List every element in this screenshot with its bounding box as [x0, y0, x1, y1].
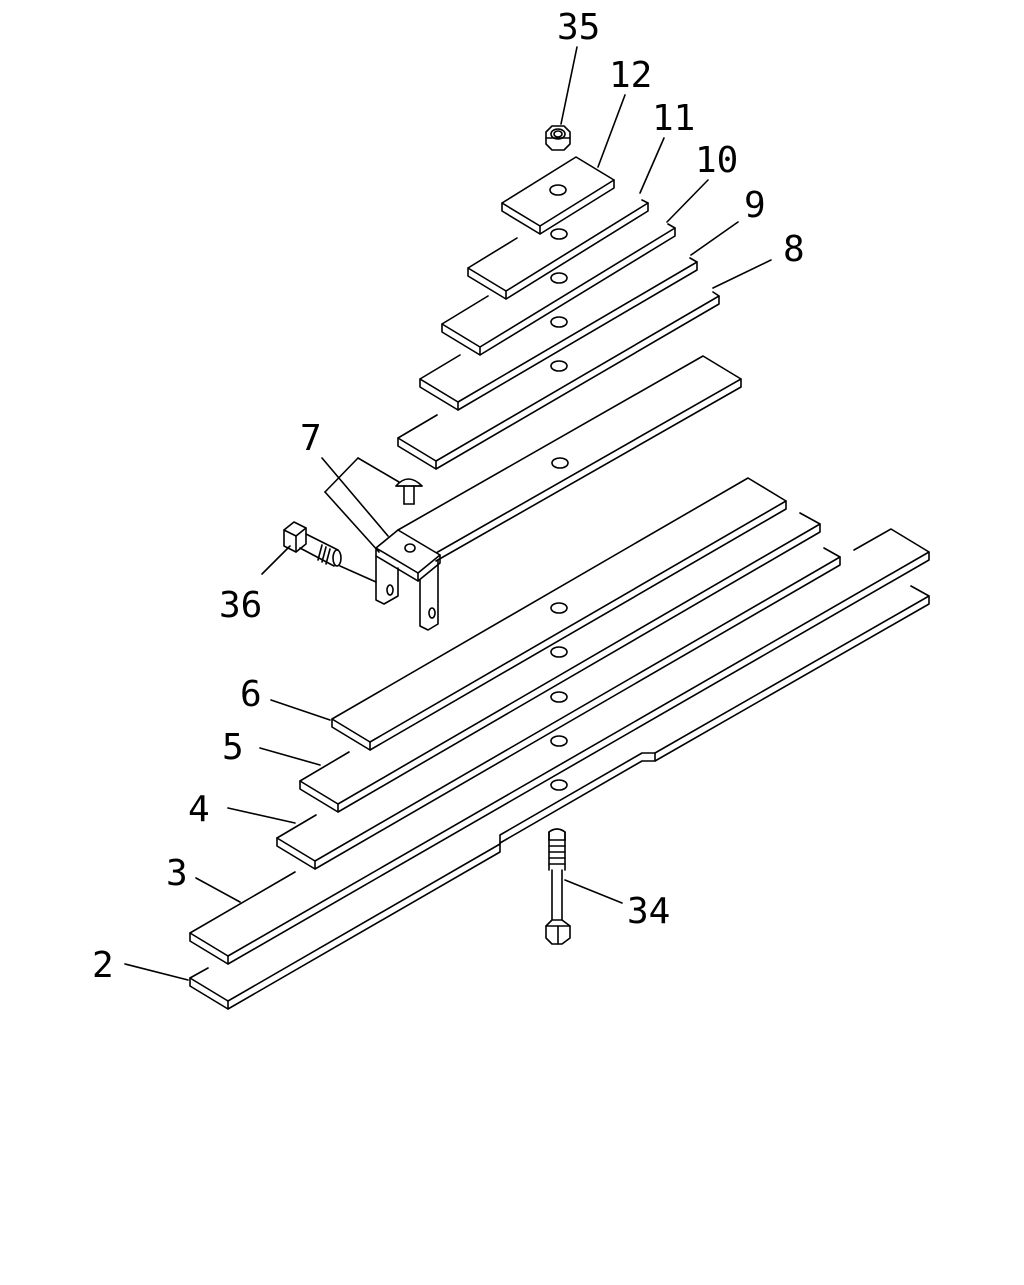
- leaf-10: [441, 223, 676, 356]
- center-bolt-34: [545, 828, 571, 945]
- callout-labels: 35 12 11 10 9 8 7 36 6 5 4 3 2 34: [92, 7, 805, 986]
- callout-10: 10: [695, 140, 738, 181]
- leader-lines: [124, 46, 772, 981]
- callout-4: 4: [188, 789, 210, 830]
- leaf-11: [467, 199, 649, 300]
- rivet: [395, 478, 423, 505]
- callout-6: 6: [240, 674, 262, 715]
- callout-11: 11: [652, 98, 695, 139]
- leaf-3: [189, 528, 930, 965]
- leaf-8: [397, 291, 720, 470]
- callout-5: 5: [222, 727, 244, 768]
- callout-36: 36: [219, 585, 262, 626]
- callout-8: 8: [783, 229, 805, 270]
- leaf-12: [501, 156, 615, 235]
- bolt-36: [283, 521, 342, 567]
- leaf-2: [189, 585, 930, 1010]
- callout-7: 7: [300, 418, 322, 459]
- leaf-4: [276, 547, 841, 870]
- rebound-clip: [375, 529, 441, 631]
- callout-35: 35: [557, 7, 600, 48]
- callout-2: 2: [92, 945, 114, 986]
- callout-9: 9: [744, 185, 766, 226]
- callout-34: 34: [627, 891, 670, 932]
- callout-12: 12: [609, 55, 652, 96]
- nut-35: [545, 125, 571, 151]
- leaf-6: [331, 477, 787, 751]
- leaf-5: [299, 512, 821, 813]
- leaf-7: [397, 355, 742, 562]
- callout-3: 3: [166, 853, 188, 894]
- leaf-9: [419, 257, 698, 411]
